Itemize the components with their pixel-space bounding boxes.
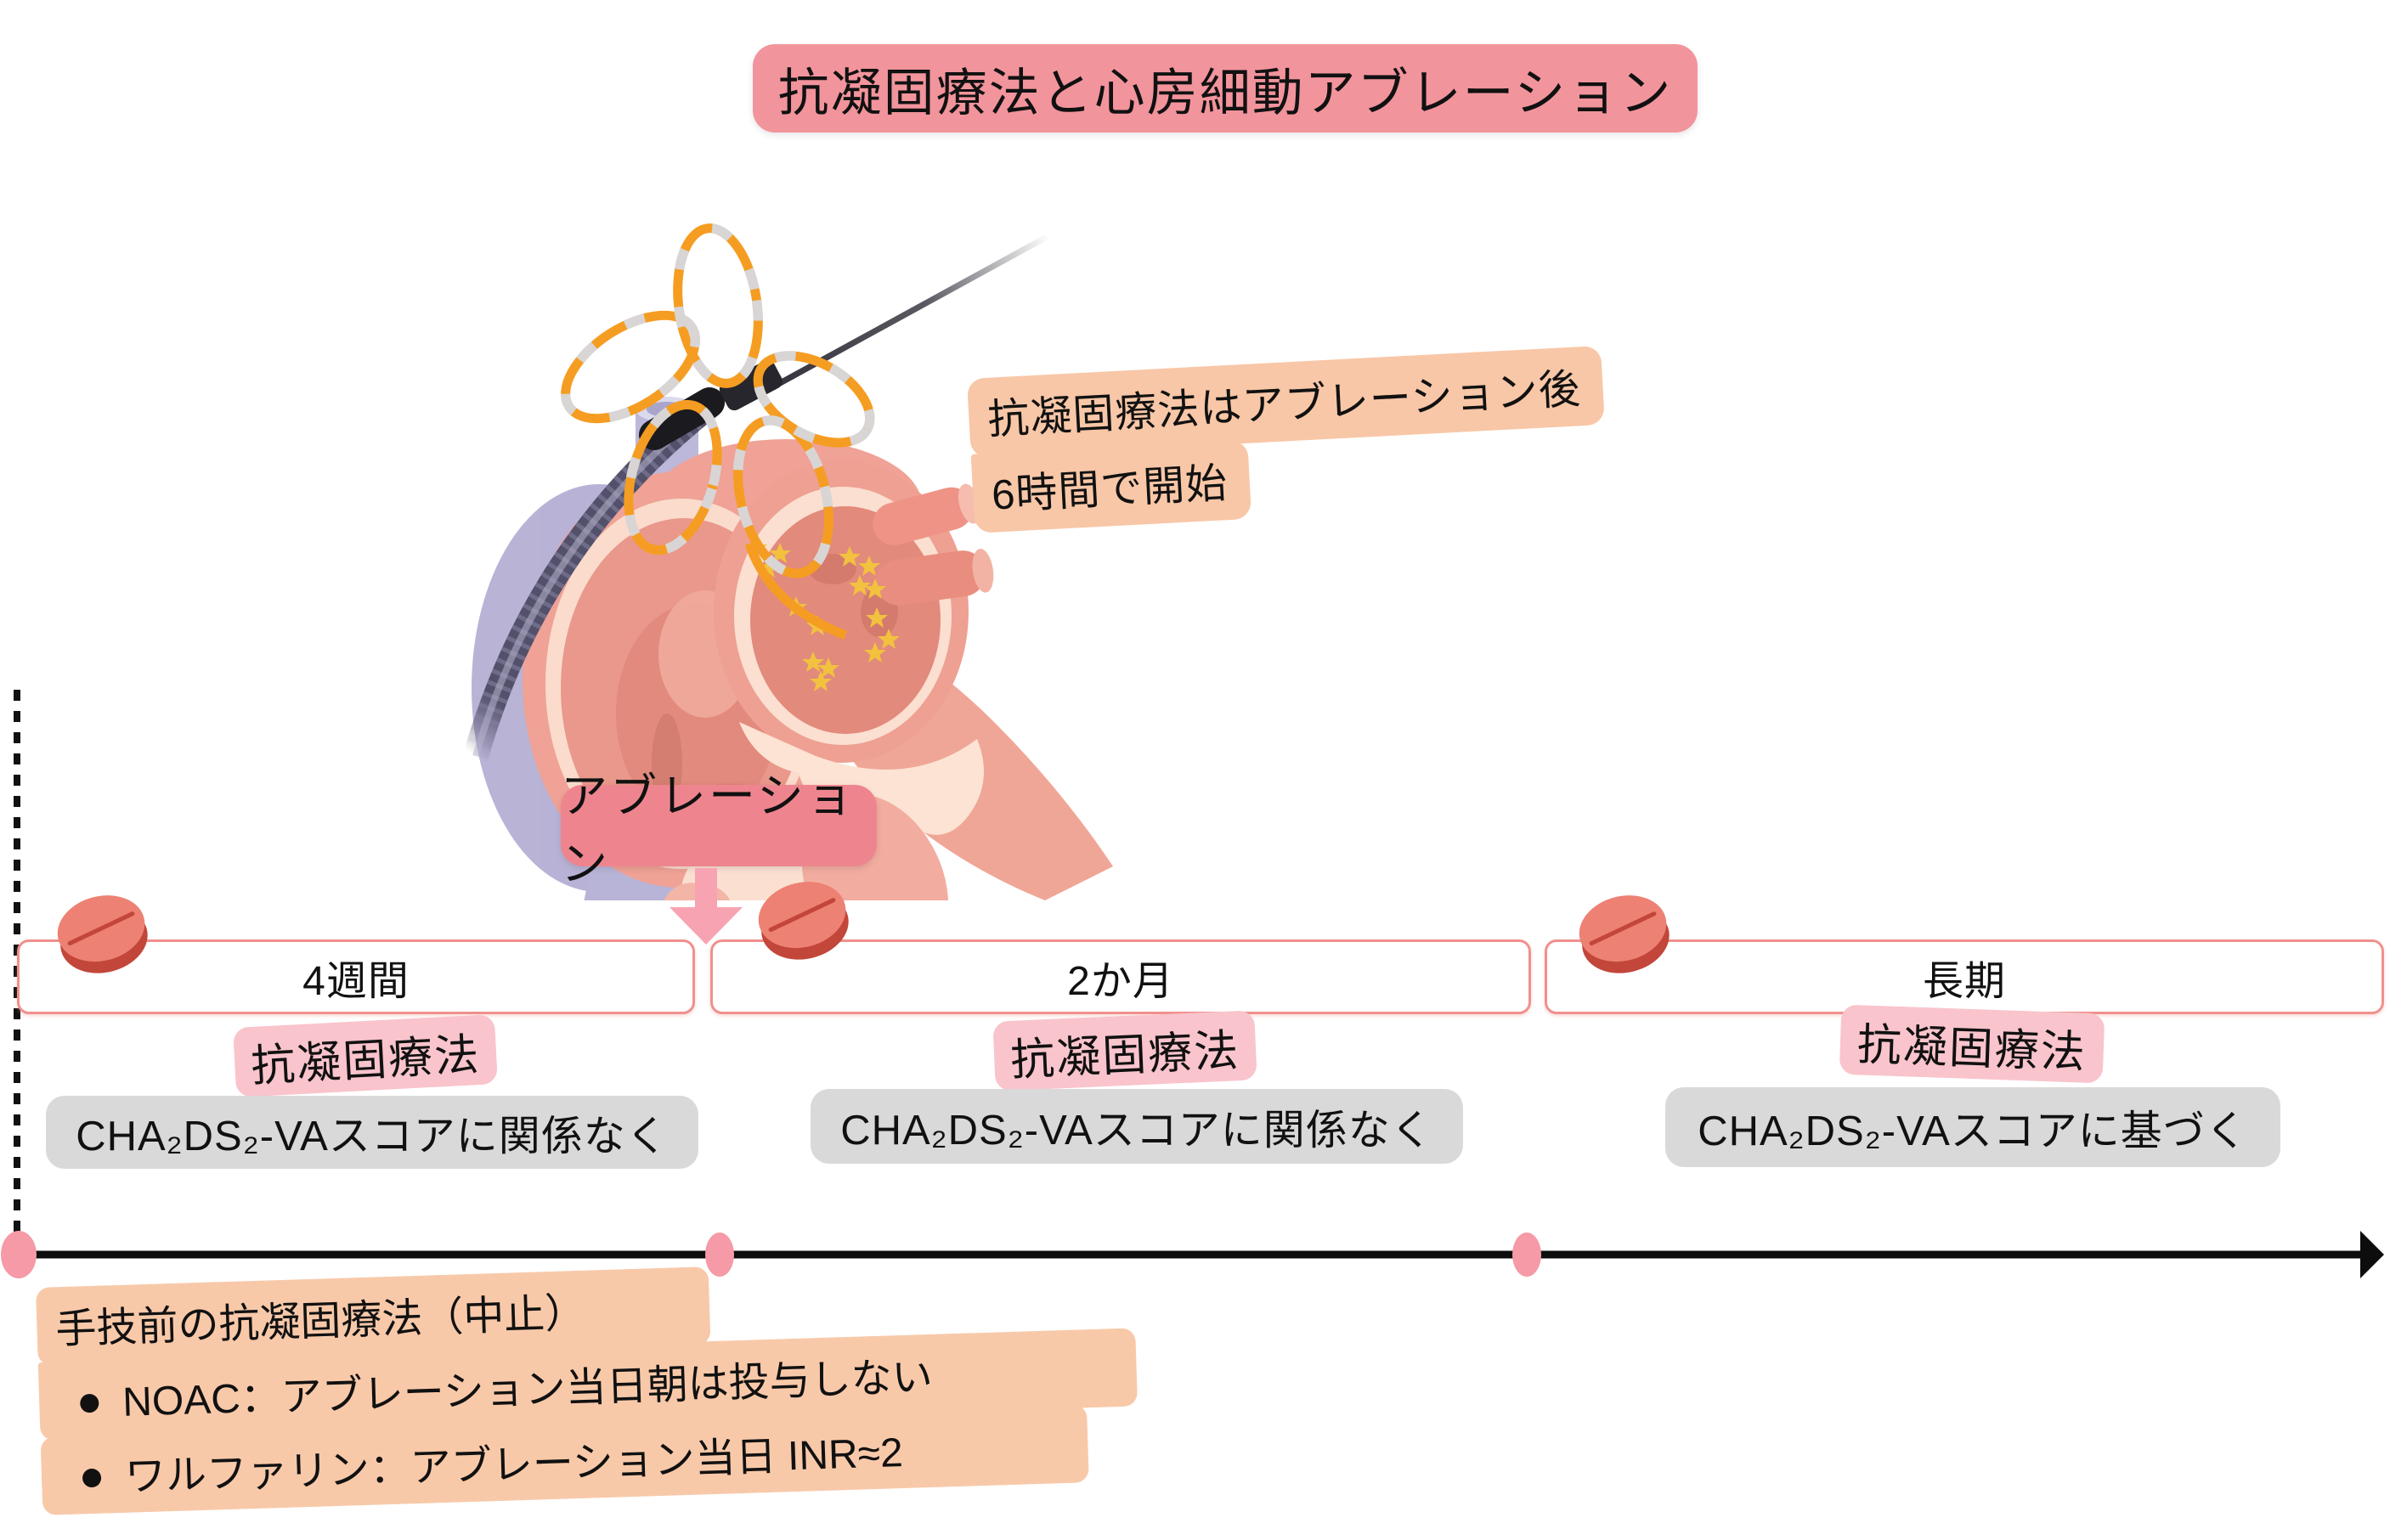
therapy-label-1: 抗凝固療法 [233, 1013, 498, 1098]
ablation-arrow-head-icon [670, 907, 743, 945]
heart-cross-section-illustration [463, 223, 1113, 900]
pre-procedure-bullet-warfarin: ワルファリン：アブレーション当日 INR≈2 [124, 1430, 904, 1500]
guidewire-icon [760, 234, 1048, 396]
page-title: 抗凝固療法と心房細動アブレーション [753, 44, 1698, 133]
timeline-arrowhead-icon [2360, 1231, 2384, 1278]
segment-long-term: 長期 [1545, 939, 2384, 1014]
pre-procedure-callout: 手技前の抗凝固療法（中止） NOAC：アブレーション当日朝は投与しない ワルファ… [36, 1253, 1140, 1515]
segment-4-weeks: 4週間 [17, 939, 695, 1014]
pill-icon [758, 882, 849, 960]
score-note-3: CHA₂DS₂-VAスコアに基づく [1665, 1087, 2280, 1167]
bullet-icon [79, 1393, 99, 1413]
score-note-2: CHA₂DS₂-VAスコアに関係なく [811, 1089, 1463, 1164]
callout-line-2: 6時間で開始 [970, 439, 1252, 533]
mapping-catheter-icon [463, 223, 1048, 769]
timeline-dot-start [1, 1231, 37, 1278]
timeline-axis [1, 1231, 2384, 1278]
timeline-dot-ablation [705, 1233, 734, 1277]
score-note-1: CHA₂DS₂-VAスコアに関係なく [46, 1096, 698, 1169]
pill-icon [57, 895, 148, 973]
bullet-icon [82, 1468, 102, 1488]
segment-2-months: 2か月 [710, 939, 1531, 1014]
therapy-label-2: 抗凝固療法 [992, 1010, 1257, 1092]
therapy-label-3: 抗凝固療法 [1839, 1004, 2105, 1084]
heart-body [523, 439, 1113, 900]
pill-icon [1579, 895, 1670, 973]
ablation-label: アブレーション [561, 770, 877, 890]
ablation-arrow [695, 868, 717, 911]
post-ablation-callout: 抗凝固療法はアブレーション後 6時間で開始 [967, 345, 1609, 533]
timeline-dot-2months [1512, 1233, 1541, 1277]
